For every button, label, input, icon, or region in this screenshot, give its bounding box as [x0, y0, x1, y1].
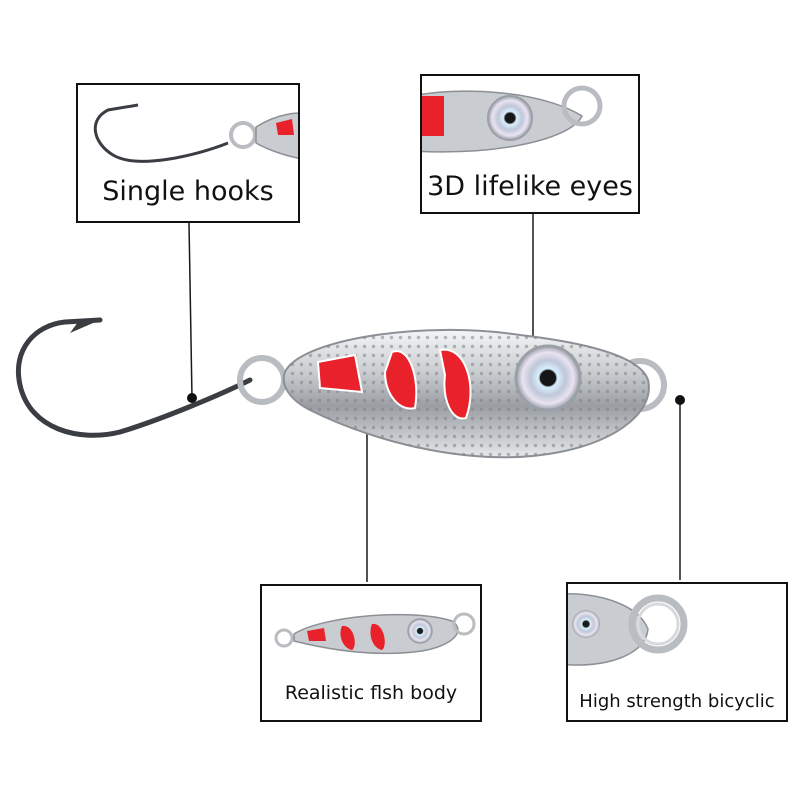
callout-bicyclic-ring-image: [568, 593, 688, 666]
callout-single-hooks-label: Single hooks: [102, 176, 274, 207]
callout-fish-body: Realistic flsh body: [260, 584, 482, 722]
callout-lifelike-eyes-label: 3D lifelike eyes: [427, 171, 633, 202]
leader-lines: [188, 214, 681, 582]
callout-single-hooks: Single hooks: [76, 83, 300, 223]
callout-fish-body-label: Realistic flsh body: [284, 682, 458, 704]
callout-fish-body-image: [274, 612, 476, 655]
callout-lifelike-eyes-image: [422, 85, 603, 153]
eye-pupil: [540, 370, 556, 386]
callout-bicyclic-ring: High strength bicyclic: [566, 582, 788, 722]
hook: [16, 317, 253, 438]
hook-barb: [70, 320, 100, 333]
callout-single-hooks-image: [93, 103, 298, 163]
callout-lifelike-eyes: 3D lifelike eyes: [420, 74, 640, 214]
red-markings: [316, 348, 472, 420]
callout-bicyclic-ring-label: High strength bicyclic: [579, 691, 775, 712]
